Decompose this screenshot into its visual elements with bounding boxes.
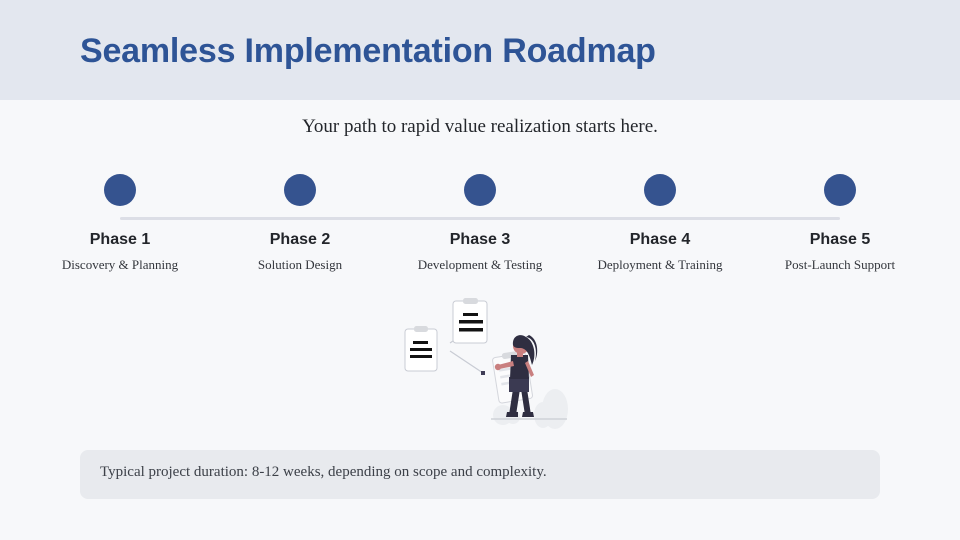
arrow-to-person <box>449 350 485 375</box>
phase-name: Phase 3 <box>449 231 511 248</box>
target-document-clipboard <box>452 298 488 344</box>
timeline-connector-line <box>120 217 840 220</box>
phase-description: Deployment & Training <box>597 257 723 272</box>
source-document-clipboard <box>404 326 438 372</box>
phase-item-3[interactable]: Phase 3 Development & Testing <box>390 168 570 273</box>
phase-description: Development & Testing <box>417 257 543 272</box>
page-title: Seamless Implementation Roadmap <box>80 32 656 70</box>
phase-dot-icon <box>824 174 856 206</box>
phase-dot-icon <box>464 174 496 206</box>
person-with-clipboard-documents-illustration <box>395 293 570 433</box>
phase-item-5[interactable]: Phase 5 Post-Launch Support <box>750 168 930 273</box>
duration-callout-text: Typical project duration: 8-12 weeks, de… <box>100 464 547 480</box>
phase-name: Phase 1 <box>89 231 151 248</box>
phase-description: Solution Design <box>257 257 343 272</box>
phase-name: Phase 2 <box>269 231 331 248</box>
subtitle: Your path to rapid value realization sta… <box>302 116 658 137</box>
phase-item-1[interactable]: Phase 1 Discovery & Planning <box>30 168 210 273</box>
phase-description: Post-Launch Support <box>784 257 896 272</box>
header-band <box>0 0 960 100</box>
phase-timeline: Phase 1 Discovery & Planning Phase 2 Sol… <box>0 168 960 278</box>
phase-name: Phase 4 <box>629 231 691 248</box>
phase-item-4[interactable]: Phase 4 Deployment & Training <box>570 168 750 273</box>
phase-description: Discovery & Planning <box>61 257 179 272</box>
phase-item-2[interactable]: Phase 2 Solution Design <box>210 168 390 273</box>
phase-name: Phase 5 <box>809 231 871 248</box>
duration-callout-box: Typical project duration: 8-12 weeks, de… <box>80 450 880 499</box>
phase-dot-icon <box>284 174 316 206</box>
phase-dot-icon <box>104 174 136 206</box>
phase-dot-icon <box>644 174 676 206</box>
person-holding-clipboard <box>492 335 538 417</box>
